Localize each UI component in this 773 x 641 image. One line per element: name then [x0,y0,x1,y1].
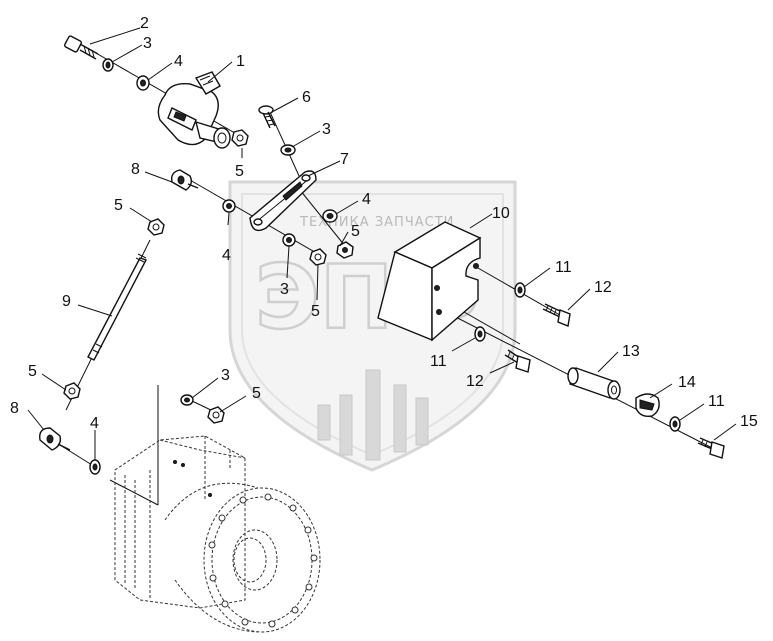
callout-label: 10 [492,205,510,222]
bolt-part-12-upper [542,303,571,327]
bolt-part-6 [258,105,276,129]
callout-label: 9 [62,293,71,310]
nut-part-5-lower [309,248,327,266]
housing-phantom [114,435,321,633]
callout-label: 12 [466,373,484,390]
bolt-part-2 [64,35,99,60]
callout-label: 3 [143,35,152,52]
washer-part-4-right-hole [326,213,334,219]
callout-label: 5 [252,385,261,402]
callout-label: 8 [10,400,19,417]
callout-label: 11 [708,393,725,410]
callout-label: 3 [280,281,289,298]
callout-numbers: 1 2 3 4 5 6 3 7 8 5 4 4 5 3 5 10 11 12 9… [10,15,758,432]
callout-label: 4 [174,53,183,70]
rod-end-part-8-top [170,169,199,191]
callout-leaders [27,27,737,460]
rod-end-part-8-bottom [39,427,71,451]
callout-label: 3 [322,121,331,138]
flange-bolt-holes [208,493,318,628]
washer-part-3-lower-hole [286,237,292,243]
callout-label: 5 [28,363,37,380]
nut-part-5-rod-top [147,218,165,236]
washer-part-11-right-hole [672,420,678,428]
callout-label: 7 [340,151,349,168]
cover-part-10 [377,221,482,342]
nut-part-5-bottom [207,406,225,424]
callout-label: 5 [114,197,123,214]
callout-label: 15 [740,413,758,430]
callout-label: 2 [140,15,149,32]
bolt-part-12-lower [504,349,531,373]
sleeve-part-13 [567,367,621,400]
washer-part-3-top-hole [105,61,111,69]
sensor-part-1 [157,71,231,149]
bolt-part-15 [697,437,725,459]
rod-part-9 [87,253,147,361]
washer-part-4-mid-hole [226,203,232,209]
callout-label: 5 [311,303,320,320]
nut-part-5-top [231,129,249,147]
washer-part-3-bottom-hole [184,397,190,403]
callout-label: 11 [555,259,572,276]
callout-label: 11 [430,353,447,370]
callout-label: 4 [222,247,231,264]
washer-part-4-top-hole [140,79,146,87]
callout-label: 5 [351,223,360,240]
callout-label: 6 [302,89,311,106]
callout-label: 13 [622,343,640,360]
lever-plate-part-7 [249,170,317,232]
washer-part-11-lower-hole [477,330,483,338]
watermark-caption: ТЕХНИКА ЗАПЧАСТИ [299,215,454,230]
callout-label: 4 [90,415,99,432]
callout-label: 8 [131,161,140,178]
callout-label: 5 [235,163,244,180]
watermark-wheat-icon [317,369,429,461]
clip-part-14 [635,393,660,418]
washer-part-11-upper-hole [517,286,523,294]
callout-label: 14 [678,374,696,391]
washer-part-3-mid-hole [284,147,292,153]
callout-label: 1 [236,53,245,70]
callout-label: 4 [362,191,371,208]
callout-label: 3 [221,367,230,384]
nut-part-5-rod-bottom [63,382,81,400]
washer-part-4-bottom-hole [92,463,98,471]
nut-part-5-right [336,241,354,259]
callout-label: 12 [594,279,612,296]
